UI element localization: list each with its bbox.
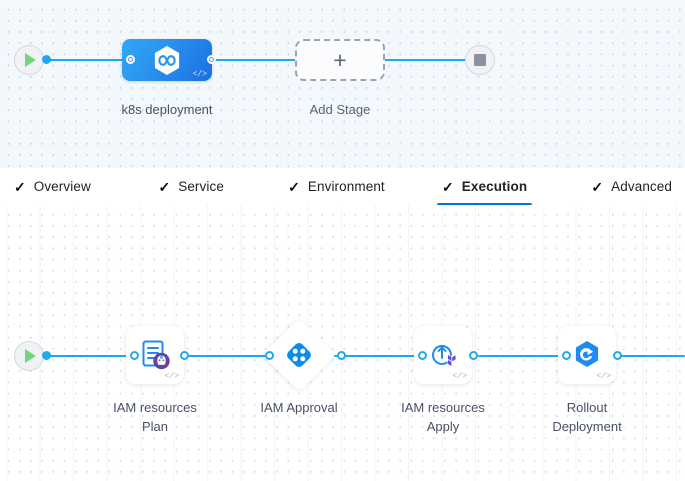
exec-wire-rollout-to-next xyxy=(620,355,685,357)
step-code-badge: </> xyxy=(164,372,179,381)
argo-rollout-hexagon-icon xyxy=(570,338,604,372)
tab-environment[interactable]: ✓ Environment xyxy=(275,168,398,205)
check-icon: ✓ xyxy=(14,178,26,195)
step-code-badge: </> xyxy=(452,372,467,381)
execution-canvas[interactable]: </> IAM resources Plan IAM Approval xyxy=(0,205,685,481)
stage-node-k8s-deployment[interactable]: </> xyxy=(122,39,212,81)
exec-wire-approval-to-apply xyxy=(334,355,422,357)
exec-port-plan-in[interactable] xyxy=(130,351,139,360)
play-icon xyxy=(25,349,36,363)
stage-wire-start-to-stage xyxy=(46,59,131,61)
exec-port-apply-out[interactable] xyxy=(469,351,478,360)
check-icon: ✓ xyxy=(442,178,454,195)
exec-wire-plan-to-approval xyxy=(186,355,266,357)
exec-port-apply-in[interactable] xyxy=(418,351,427,360)
stage-port-out[interactable] xyxy=(207,55,216,64)
add-stage-button[interactable]: + xyxy=(295,39,385,81)
pipeline-start-node[interactable] xyxy=(14,45,44,75)
exec-port-approval-out[interactable] xyxy=(337,351,346,360)
step-code-badge: </> xyxy=(596,372,611,381)
exec-wire-start-to-plan xyxy=(46,355,138,357)
play-icon xyxy=(25,53,36,67)
exec-port-approval-in[interactable] xyxy=(265,351,274,360)
exec-port-start-out[interactable] xyxy=(42,351,51,360)
tab-advanced[interactable]: ✓ Advanced xyxy=(578,168,685,205)
exec-wire-apply-to-rollout xyxy=(478,355,560,357)
plus-icon: + xyxy=(333,46,347,73)
terraform-plan-document-icon xyxy=(138,338,172,372)
check-icon: ✓ xyxy=(288,178,300,195)
exec-port-rollout-in[interactable] xyxy=(562,351,571,360)
step-node-iam-resources-plan[interactable]: </> xyxy=(126,326,184,384)
tab-execution-label: Execution xyxy=(461,179,528,194)
stage-canvas[interactable]: </> k8s deployment + Add Stage xyxy=(0,0,685,168)
tab-service[interactable]: ✓ Service xyxy=(145,168,236,205)
terraform-apply-refresh-icon xyxy=(426,338,460,372)
tab-overview[interactable]: ✓ Overview xyxy=(0,168,104,205)
harness-hexagon-icon xyxy=(153,45,181,76)
check-icon: ✓ xyxy=(591,178,604,195)
exec-port-plan-out[interactable] xyxy=(180,351,189,360)
stop-icon xyxy=(474,54,486,66)
stage-config-tabbar[interactable]: ✓ Overview ✓ Service ✓ Environment ✓ Exe… xyxy=(0,168,685,206)
step-label-iam-approval: IAM Approval xyxy=(260,400,338,415)
exec-port-rollout-out[interactable] xyxy=(613,351,622,360)
tab-execution[interactable]: ✓ Execution xyxy=(429,168,540,206)
tab-advanced-label: Advanced xyxy=(611,179,673,194)
stage-wire-add-to-end xyxy=(378,59,470,61)
step-label-iam-resources-apply: IAM resources Apply xyxy=(401,400,485,434)
tab-environment-label: Environment xyxy=(307,179,385,194)
add-stage-label: Add Stage xyxy=(309,102,371,117)
stage-wire-stage-to-add xyxy=(211,59,301,61)
check-icon: ✓ xyxy=(158,178,171,195)
step-label-rollout-deployment: Rollout Deployment xyxy=(552,400,622,434)
step-label-iam-resources-plan: IAM resources Plan xyxy=(113,400,197,434)
stage-port-start-out[interactable] xyxy=(42,55,51,64)
tab-service-label: Service xyxy=(178,179,224,194)
stage-port-in[interactable] xyxy=(126,55,135,64)
pipeline-end-node[interactable] xyxy=(465,45,495,75)
tab-overview-label: Overview xyxy=(33,179,91,194)
execution-start-node[interactable] xyxy=(14,341,44,371)
stage-node-label: k8s deployment xyxy=(121,102,213,117)
stage-code-badge: </> xyxy=(192,70,207,79)
